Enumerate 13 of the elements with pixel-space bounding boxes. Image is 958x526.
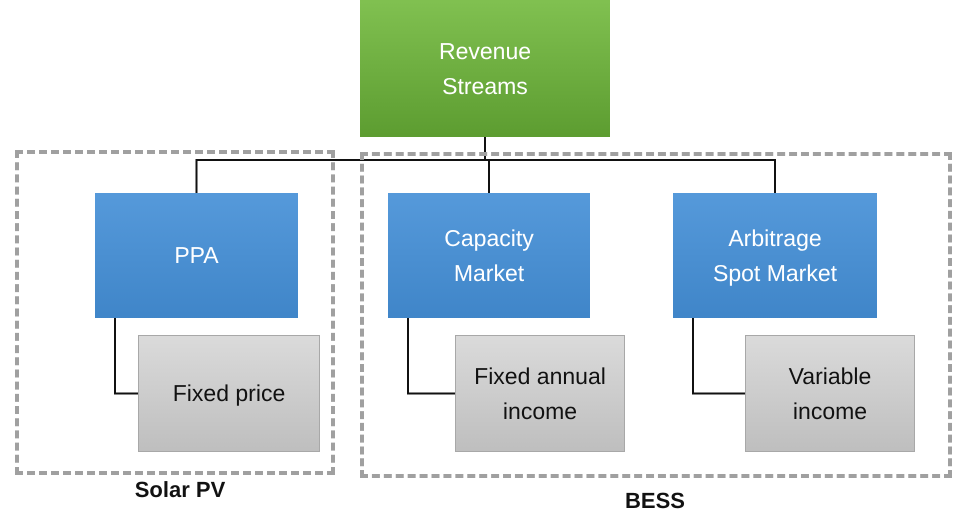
group-label: Solar PV [134,477,226,503]
category-box: PPA [95,193,298,318]
connector-line [114,318,138,394]
detail-box: Fixed annual income [455,335,625,452]
connector-line [692,318,745,394]
detail-box: Fixed price [138,335,320,452]
root-box: Revenue Streams [360,0,610,137]
category-box: Arbitrage Spot Market [673,193,877,318]
group-label: BESS [625,488,685,514]
detail-box: Variable income [745,335,915,452]
connector-line [484,137,776,193]
category-box: Capacity Market [388,193,590,318]
connector-line [407,318,455,394]
